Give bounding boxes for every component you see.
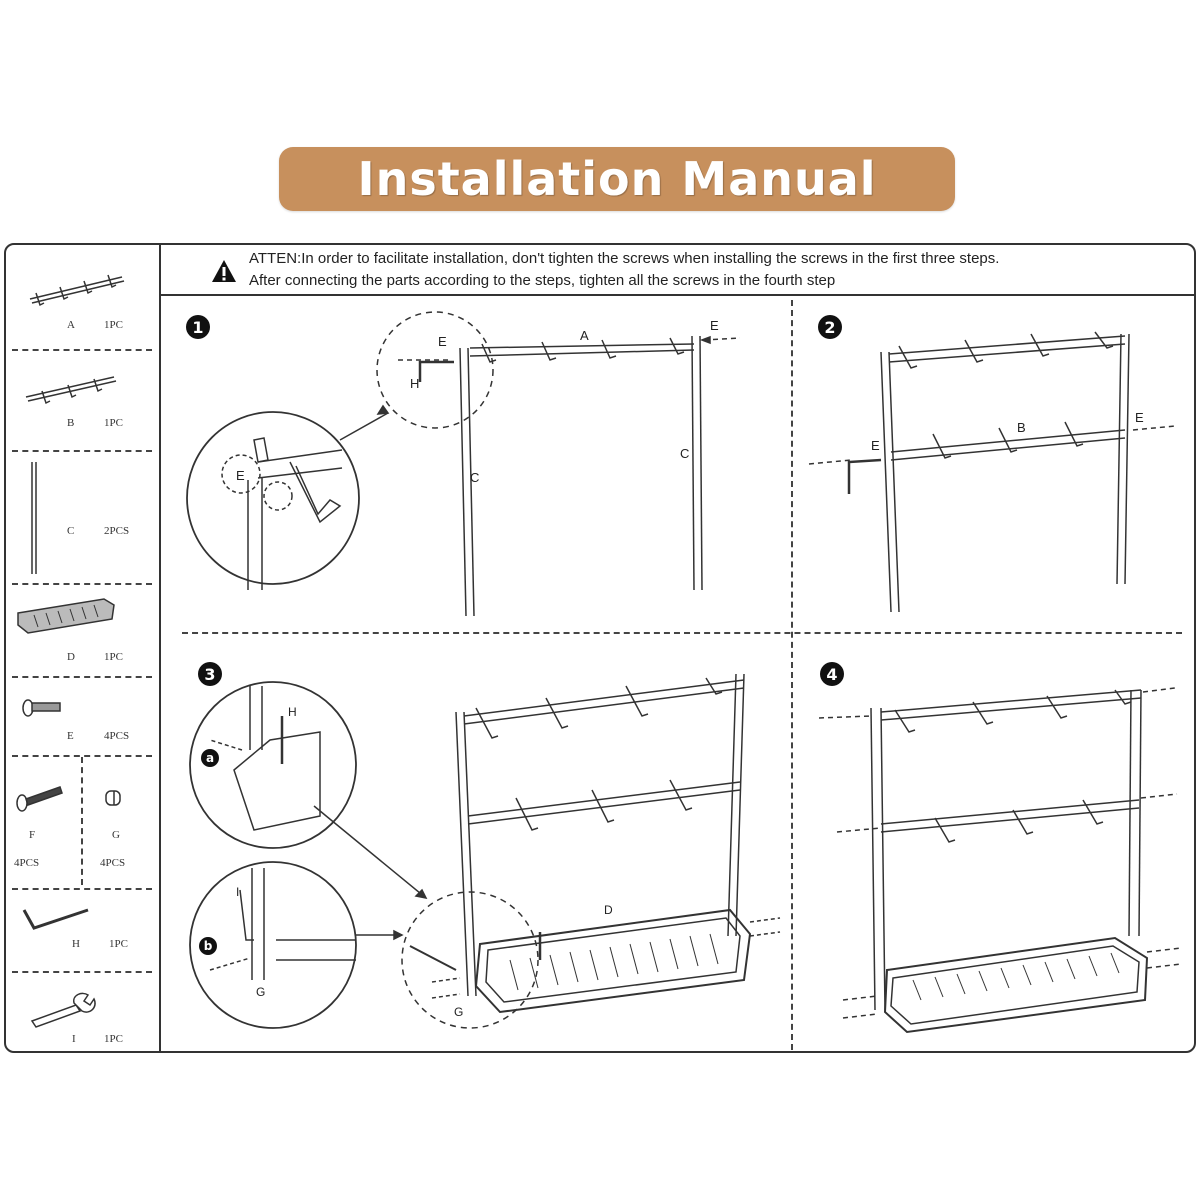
- label-b: B: [1017, 420, 1026, 435]
- part-id: G: [112, 829, 120, 841]
- part-item: H 1PC: [4, 890, 159, 970]
- step-2-badge: 2: [818, 315, 842, 339]
- step-4-badge: 4: [820, 662, 844, 686]
- label-c: C: [470, 470, 479, 485]
- page-title: Installation Manual: [357, 152, 877, 206]
- part-id: A: [67, 319, 75, 331]
- part-item: B 1PC: [4, 351, 159, 449]
- hook-bar-3-icon: [25, 376, 117, 405]
- warning-line-1: ATTEN:In order to facilitate installatio…: [249, 250, 1000, 267]
- label-e: E: [871, 438, 880, 453]
- step-3b-badge: b: [199, 937, 217, 955]
- label-c: C: [680, 446, 689, 461]
- label-g: G: [256, 985, 265, 999]
- divider: [12, 450, 152, 452]
- upright-pole-icon: [31, 462, 37, 574]
- divider: [12, 583, 152, 585]
- part-id: F: [29, 829, 36, 841]
- label-e: E: [1135, 410, 1144, 425]
- part-qty: 1PC: [109, 938, 128, 950]
- title-banner: Installation Manual: [279, 147, 955, 211]
- part-id: H: [72, 938, 80, 950]
- label-a: A: [580, 328, 589, 343]
- part-qty: 1PC: [104, 1033, 123, 1045]
- allen-key-icon: [22, 908, 89, 930]
- part-item: E 4PCS: [4, 678, 159, 754]
- step-3-diagram: H I G G D: [189, 673, 781, 1029]
- detail-circle: [186, 411, 360, 585]
- part-qty: 1PC: [104, 651, 123, 663]
- pointer-arrow: [339, 412, 389, 441]
- part-qty: 1PC: [104, 319, 123, 331]
- part-id: I: [72, 1033, 76, 1045]
- step-divider-vertical: [791, 300, 793, 1050]
- part-qty: 1PC: [104, 417, 123, 429]
- divider: [12, 888, 152, 890]
- parts-list: A 1PC B 1PC C 2PCS: [4, 243, 161, 1053]
- step-1-diagram: E E H A E C C: [186, 311, 741, 617]
- part-id: C: [67, 525, 75, 537]
- label-h: H: [288, 705, 297, 719]
- short-screw-icon: [22, 699, 61, 717]
- part-qty: 4PCS: [100, 857, 126, 869]
- step-3-badge: 3: [198, 662, 222, 686]
- manual-frame: [4, 243, 1196, 1053]
- warning-banner: ATTEN:In order to facilitate installatio…: [161, 245, 1196, 296]
- divider: [12, 349, 152, 351]
- part-qty: 2PCS: [104, 525, 130, 537]
- hook-bar-4-icon: [29, 274, 125, 307]
- long-screw-icon: [16, 786, 121, 812]
- base-tray-icon: [17, 598, 115, 634]
- label-e: E: [710, 318, 719, 333]
- warning-line-2: After connecting the parts according to …: [249, 272, 836, 289]
- step-1-badge: 1: [186, 315, 210, 339]
- label-g: G: [454, 1005, 463, 1019]
- part-item: F 4PCS G 4PCS: [4, 757, 159, 887]
- divider: [12, 755, 152, 757]
- part-item: C 2PCS: [4, 452, 159, 582]
- cap-nut-icon: [105, 790, 121, 806]
- part-qty: 4PCS: [104, 730, 130, 742]
- warning-triangle-icon: [212, 260, 236, 282]
- label-d: D: [604, 903, 613, 917]
- part-item: A 1PC: [4, 243, 159, 348]
- part-item: D 1PC: [4, 585, 159, 675]
- part-qty: 4PCS: [14, 857, 40, 869]
- part-id: E: [67, 730, 74, 742]
- part-id: B: [67, 417, 75, 429]
- divider: [81, 757, 83, 885]
- step-divider-horizontal: [182, 632, 1182, 634]
- label-h: H: [410, 376, 419, 391]
- label-i: I: [236, 885, 239, 899]
- divider: [12, 676, 152, 678]
- wrench-icon: [30, 992, 96, 1028]
- part-item: I 1PC: [4, 973, 159, 1051]
- step-2-diagram: E B E: [808, 331, 1176, 613]
- step-4-diagram: [818, 687, 1182, 1034]
- label-e: E: [236, 468, 245, 483]
- label-e: E: [438, 334, 447, 349]
- divider: [12, 971, 152, 973]
- part-id: D: [67, 651, 75, 663]
- step-3a-badge: a: [201, 749, 219, 767]
